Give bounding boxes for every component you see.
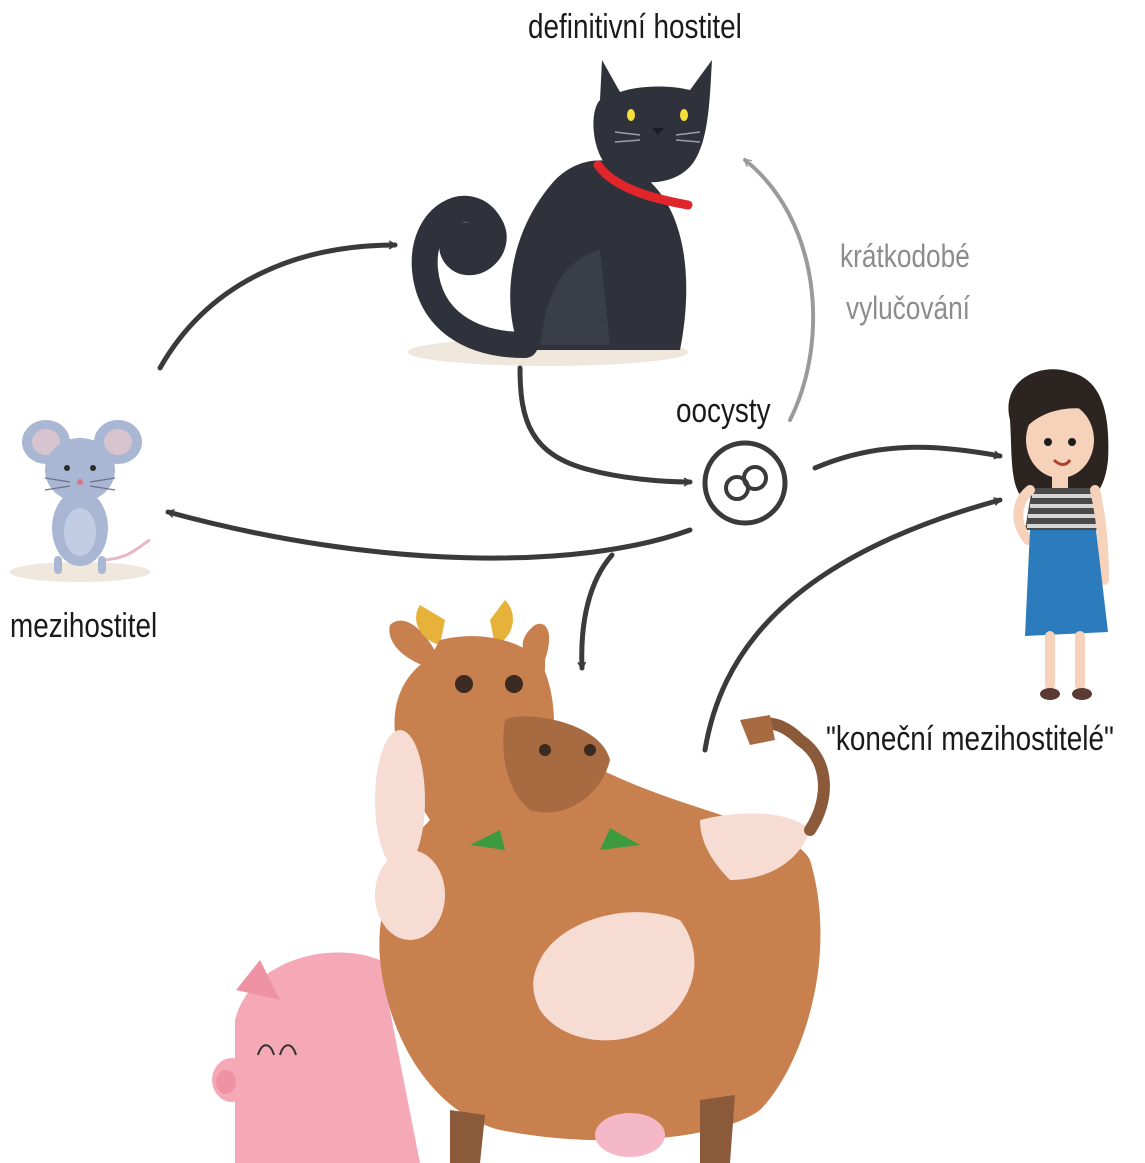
- short-term-excretion-label-line1: krátkodobé: [840, 238, 970, 275]
- intermediate-host-label: mezihostitel: [10, 607, 157, 646]
- final-intermediate-hosts-label: "koneční mezihostitelé": [826, 720, 1114, 759]
- arrow-oocysts-to-cat: [745, 160, 813, 420]
- short-term-excretion-label-line2: vylučování: [846, 290, 970, 327]
- arrow-oocysts-to-mouse: [168, 512, 690, 558]
- arrow-cat-to-oocysts: [520, 368, 690, 482]
- oocysts-label: oocysty: [676, 392, 771, 431]
- cat-illustration: [408, 60, 712, 366]
- definitive-host-label: definitivní hostitel: [528, 8, 742, 47]
- cow-illustration: [375, 600, 824, 1163]
- oocyst-icon: [705, 443, 785, 523]
- arrow-oocysts-to-cow: [582, 555, 612, 668]
- arrow-mouse-to-cat: [160, 245, 395, 368]
- girl-illustration: [1008, 369, 1108, 700]
- mouse-illustration: [10, 420, 150, 582]
- arrow-cow-to-girl: [705, 500, 1000, 750]
- arrow-oocysts-to-girl: [815, 447, 1000, 468]
